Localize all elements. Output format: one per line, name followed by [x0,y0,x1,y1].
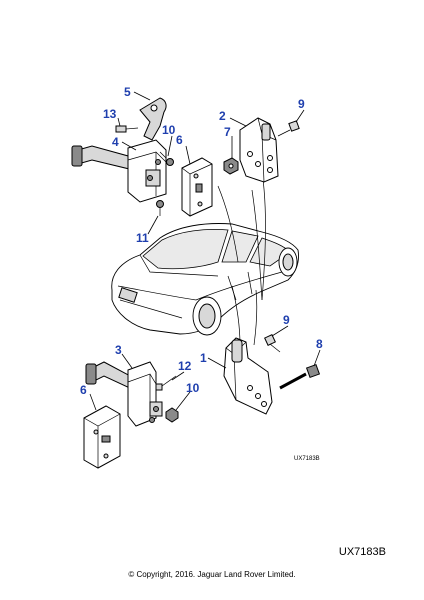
diagram-code: UX7183B [338,546,386,558]
door-check-seal-upper [181,157,213,217]
callout-4: 4 [112,135,119,149]
callout-10-bottom: 10 [186,381,200,395]
callout-6-bottom: 6 [80,383,87,397]
door-check-lower [85,361,179,427]
door-check-seal-lower [83,405,121,469]
callout-9-bottom: 9 [283,313,290,327]
callout-5: 5 [124,85,131,99]
callout-12: 12 [178,359,192,373]
callout-9-top: 9 [298,97,305,111]
callout-6-top: 6 [176,133,183,147]
hinge-lower [223,334,321,415]
door-check-upper [71,97,174,216]
callout-2: 2 [219,109,226,123]
car-illustration [111,159,299,346]
leader-lines [89,91,321,411]
callout-labels: 5 13 4 10 6 11 2 7 9 3 6 12 10 1 9 8 [80,85,323,397]
callout-1: 1 [200,351,207,365]
callout-7: 7 [224,125,231,139]
callout-10-top: 10 [162,123,176,137]
callout-8: 8 [316,337,323,351]
callout-11: 11 [136,231,149,245]
callout-13: 13 [103,107,117,121]
callout-3: 3 [115,343,122,357]
copyright-notice: © Copyright, 2016. Jaguar Land Rover Lim… [128,570,296,579]
hinge-upper [223,117,300,183]
diagram-code-small: UX7183B [294,456,320,462]
